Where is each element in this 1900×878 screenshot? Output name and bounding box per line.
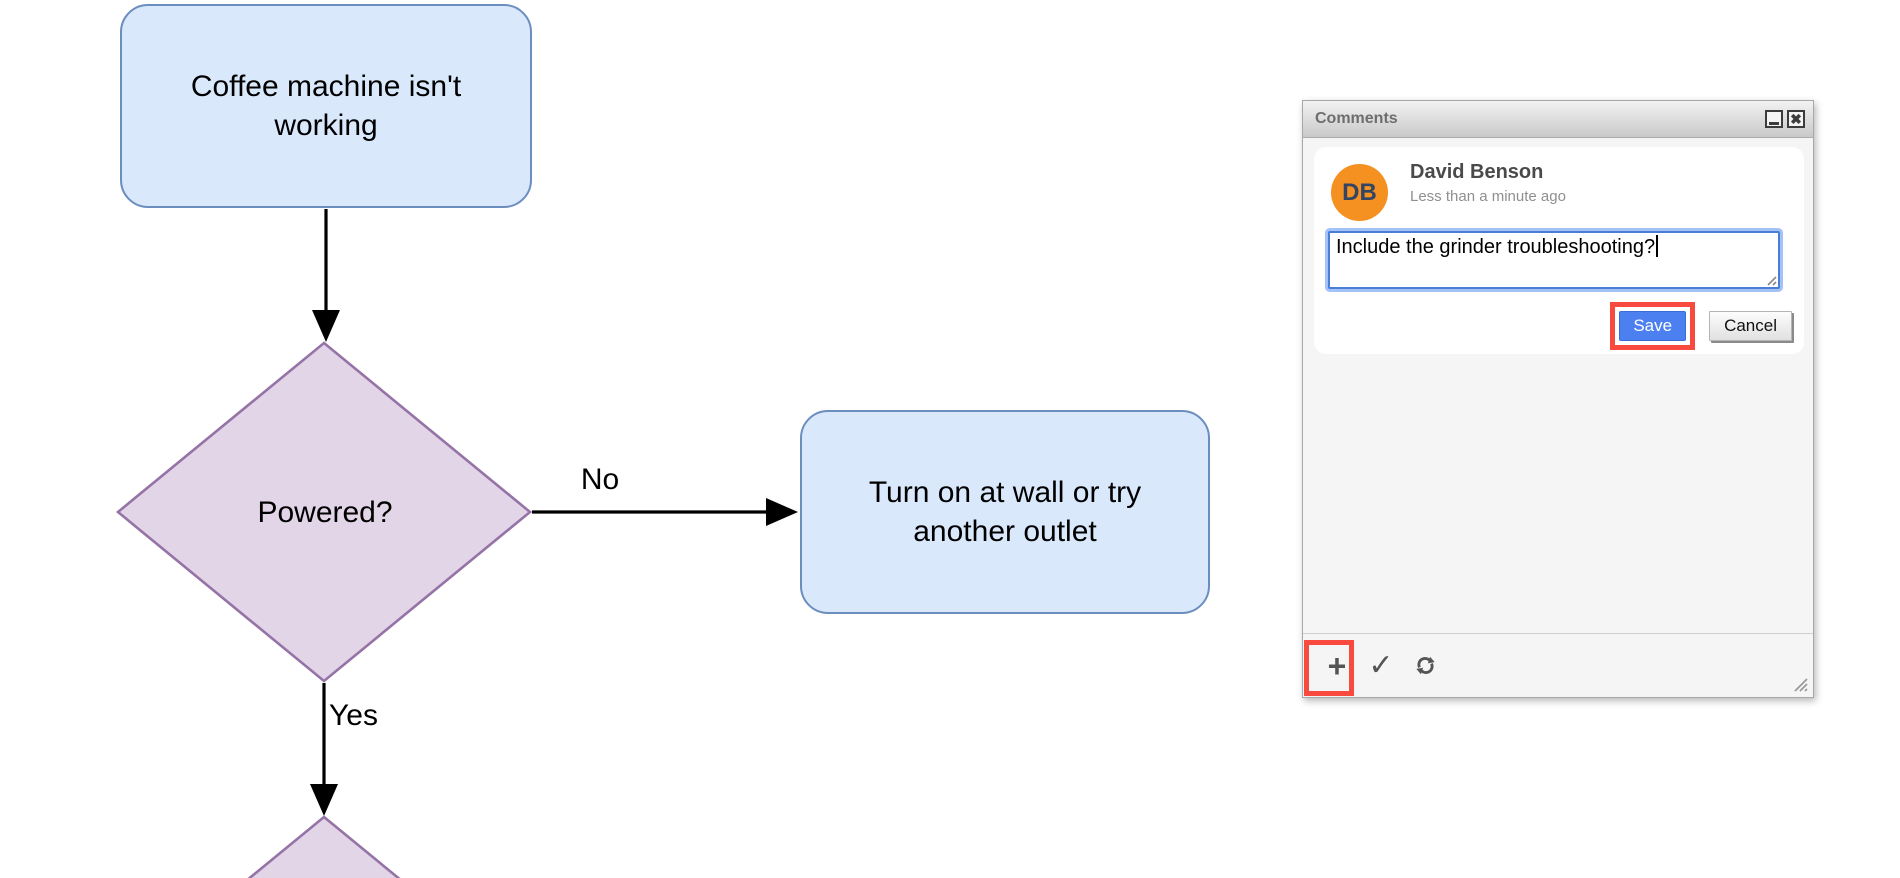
comments-window: Comments ✖ DB David Benson Less than a m…	[1302, 100, 1814, 698]
comments-toolbar: + ✓	[1303, 633, 1813, 697]
comment-author: David Benson	[1410, 161, 1544, 183]
close-icon[interactable]: ✖	[1787, 110, 1805, 128]
node-coffee-machine[interactable]: Coffee machine isn't working	[120, 4, 532, 208]
node-coffee-machine-label: Coffee machine isn't working	[190, 70, 462, 142]
edge-powered-to-outlet[interactable]	[532, 498, 798, 526]
node-turn-on-wall-label: Turn on at wall or try another outlet	[868, 476, 1142, 548]
save-annotation-box: Save	[1610, 302, 1696, 350]
add-comment-icon[interactable]: +	[1327, 647, 1347, 684]
textarea-resize-handle[interactable]	[1764, 273, 1777, 286]
save-button[interactable]: Save	[1619, 311, 1687, 341]
comment-actions: Save Cancel	[1610, 302, 1792, 350]
node-turn-on-wall[interactable]: Turn on at wall or try another outlet	[800, 410, 1210, 614]
edge-powered-to-next[interactable]	[310, 683, 338, 816]
refresh-icon[interactable]	[1403, 644, 1447, 688]
edge-label-no[interactable]: No	[580, 463, 620, 496]
node-powered-label[interactable]: Powered?	[257, 496, 393, 529]
comments-window-title: Comments	[1315, 110, 1398, 127]
edge-start-to-powered[interactable]	[312, 209, 340, 342]
minimize-icon[interactable]	[1765, 110, 1783, 128]
comment-input-text: Include the grinder troubleshooting?	[1336, 236, 1656, 258]
node-next-diamond[interactable]	[118, 815, 530, 878]
window-resize-handle[interactable]	[1789, 673, 1809, 693]
comment-card: DB David Benson Less than a minute ago I…	[1314, 147, 1804, 354]
comments-list: DB David Benson Less than a minute ago I…	[1303, 138, 1813, 633]
node-powered-diamond[interactable]	[115, 341, 533, 683]
avatar: DB	[1331, 164, 1388, 221]
text-caret	[1656, 235, 1659, 257]
comments-window-titlebar[interactable]: Comments ✖	[1303, 101, 1813, 138]
show-resolved-icon[interactable]: ✓	[1368, 648, 1394, 682]
edge-label-yes[interactable]: Yes	[329, 699, 378, 732]
comment-timestamp: Less than a minute ago	[1410, 188, 1566, 205]
comment-input[interactable]: Include the grinder troubleshooting?	[1328, 231, 1780, 289]
cancel-button[interactable]: Cancel	[1709, 311, 1792, 341]
